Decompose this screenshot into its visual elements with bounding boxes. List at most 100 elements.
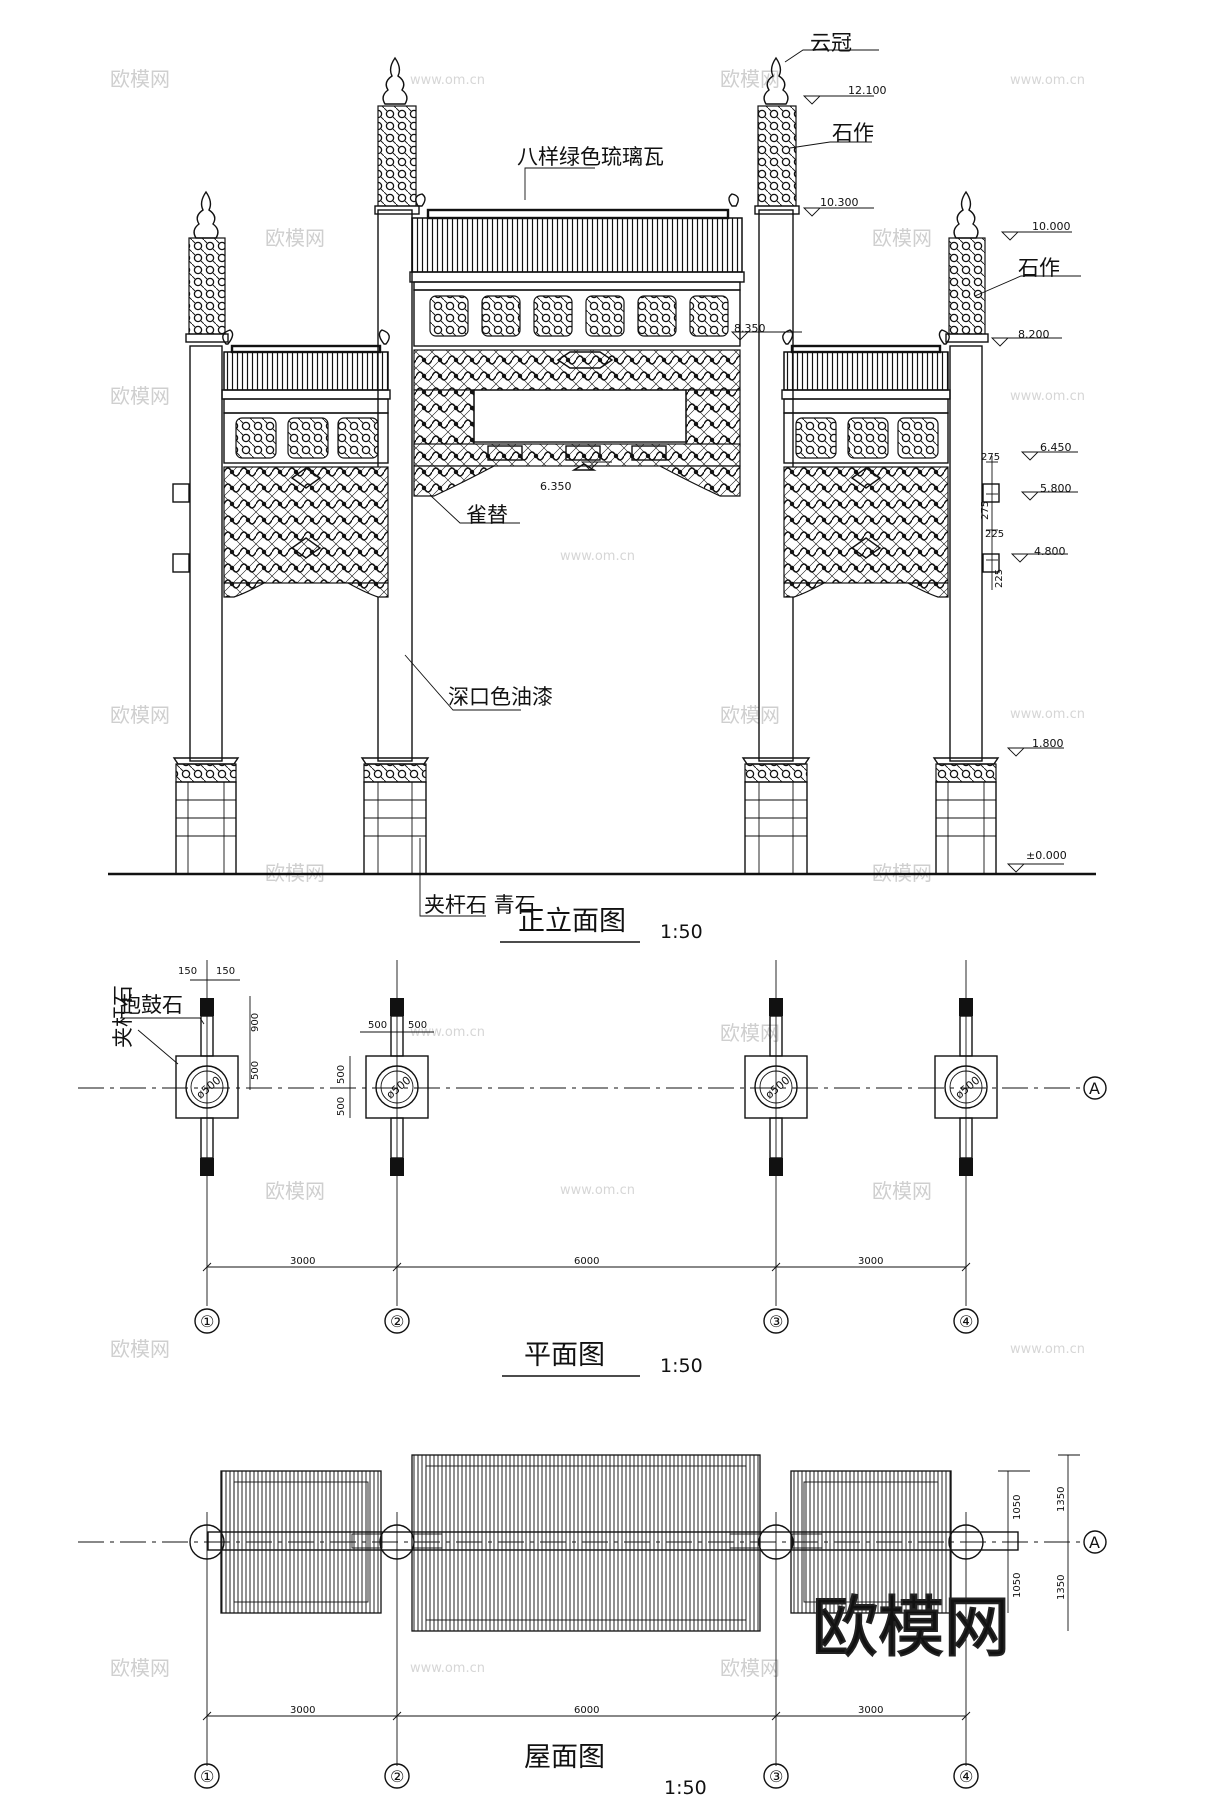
dim-500-f: 500 bbox=[336, 1097, 347, 1116]
dim-275-a: 275 bbox=[981, 452, 1000, 463]
watermark-logo: 欧模网 bbox=[872, 226, 932, 250]
plan-title: 平面图 bbox=[524, 1340, 605, 1371]
watermark-logo: 欧模网 bbox=[110, 1337, 170, 1361]
roof-left bbox=[220, 1470, 382, 1614]
watermark-url: www.om.cn bbox=[410, 1025, 485, 1040]
level-markers: 12.100 10.300 10.000 8.350 8.200 6.450 6… bbox=[540, 84, 1078, 873]
watermark-logo: 欧模网 bbox=[265, 1179, 325, 1203]
watermark-logo: 欧模网 bbox=[720, 703, 780, 727]
dim-500-right: 500 bbox=[250, 1061, 261, 1080]
roof-axis-4: ④ bbox=[959, 1767, 973, 1786]
label-stone-work-2: 石作 bbox=[1018, 256, 1060, 280]
roof-side-dims: 1050 1350 1050 1350 bbox=[998, 1454, 1080, 1631]
tenon-block bbox=[172, 553, 190, 573]
label-paint: 深口色油漆 bbox=[448, 685, 553, 709]
watermark-logo: 欧模网 bbox=[110, 703, 170, 727]
roof-column-3 bbox=[758, 1524, 794, 1560]
watermark-logo: 欧模网 bbox=[265, 226, 325, 250]
roof-plan-scale: 1:50 bbox=[664, 1777, 707, 1799]
dim-900: 900 bbox=[250, 1013, 261, 1032]
roof-axis-label-a: A bbox=[1089, 1533, 1100, 1552]
watermark-url: www.om.cn bbox=[560, 1183, 635, 1198]
watermark-layer: 欧模网 www.om.cn 欧模网 www.om.cn 欧模网 欧模网 欧模网 … bbox=[110, 67, 1085, 1680]
carved-stone-shaft bbox=[185, 105, 989, 343]
watermark-logo: 欧模网 bbox=[110, 67, 170, 91]
watermark-url: www.om.cn bbox=[410, 73, 485, 88]
dim-275-b: 275 bbox=[980, 501, 991, 520]
axis-2: ② bbox=[390, 1312, 404, 1331]
level-ground: ±0.000 bbox=[1026, 849, 1067, 862]
span-3000-left: 3000 bbox=[290, 1256, 315, 1267]
roof-dim-1350: 1350 bbox=[1056, 1487, 1067, 1512]
floor-plan: A ø500 ø500 bbox=[78, 960, 1107, 1377]
tenon-block bbox=[172, 483, 190, 503]
axis-4: ④ bbox=[959, 1312, 973, 1331]
elevation-annotations: 云冠 八样绿色琉璃瓦 石作 石作 雀替 深口色油漆 夹杆石 青石 bbox=[404, 31, 1081, 917]
roof-dim-1350-b: 1350 bbox=[1056, 1575, 1067, 1600]
watermark-url: www.om.cn bbox=[1010, 1342, 1085, 1357]
level-4800: 4.800 bbox=[1034, 545, 1066, 558]
roof-plan-title: 屋面图 bbox=[524, 1742, 605, 1773]
corner-watermark: 欧模网 bbox=[812, 1589, 1010, 1666]
label-cloud-crown: 云冠 bbox=[810, 31, 852, 55]
clamp-stone-bases bbox=[172, 757, 1000, 875]
label-stone-work-1: 石作 bbox=[832, 121, 874, 145]
roof-span-6000: 6000 bbox=[574, 1705, 599, 1716]
roof-right bbox=[790, 1470, 952, 1614]
level-12100: 12.100 bbox=[848, 84, 887, 97]
watermark-logo: 欧模网 bbox=[110, 384, 170, 408]
level-6350: 6.350 bbox=[540, 480, 572, 493]
label-clamp-stone-plan: 夹杆石 bbox=[111, 985, 135, 1048]
plan-scale: 1:50 bbox=[660, 1355, 703, 1377]
pillar-4 bbox=[949, 345, 983, 762]
roof-center bbox=[411, 1454, 761, 1632]
front-elevation: 云冠 八样绿色琉璃瓦 石作 石作 雀替 深口色油漆 夹杆石 青石 12.100 … bbox=[108, 31, 1096, 943]
level-10000: 10.000 bbox=[1032, 220, 1071, 233]
label-drum-stone: 抱鼓石 bbox=[120, 993, 183, 1017]
roof-axis-2: ② bbox=[390, 1767, 404, 1786]
dim-225-a: 225 bbox=[985, 529, 1004, 540]
roof-plan: A 1050 1350 1050 1350 bbox=[78, 1454, 1107, 1799]
dim-500-c: 500 bbox=[368, 1020, 387, 1031]
dim-150-b: 150 bbox=[216, 966, 235, 977]
elevation-title: 正立面图 bbox=[518, 906, 626, 937]
plan-annotations: 150 150 900 500 抱鼓石 夹杆石 500 500 500 500 bbox=[111, 966, 434, 1118]
plan-column-2: ø500 bbox=[365, 998, 429, 1176]
plan-column-4: ø500 bbox=[934, 998, 998, 1176]
bracket-sets bbox=[413, 289, 741, 347]
small-vertical-dims: 275 275 225 225 bbox=[980, 452, 1005, 590]
roof-span-dims: 3000 6000 3000 bbox=[202, 1705, 971, 1721]
dim-500-e: 500 bbox=[336, 1065, 347, 1084]
roof-axis-bubbles: ① ② ③ ④ bbox=[194, 1763, 979, 1789]
label-glazed-tile: 八样绿色琉璃瓦 bbox=[517, 145, 664, 169]
roof-ridge bbox=[207, 1531, 1019, 1551]
plan-span-dims: 3000 6000 3000 bbox=[202, 1256, 971, 1272]
right-side-roof bbox=[781, 329, 951, 598]
plan-axis-bubbles: ① ② ③ ④ bbox=[194, 1308, 979, 1334]
roof-column-4 bbox=[948, 1524, 984, 1560]
level-8200: 8.200 bbox=[1018, 328, 1050, 341]
span-3000-right: 3000 bbox=[858, 1256, 883, 1267]
tenon-block bbox=[982, 553, 1000, 573]
roof-column-1 bbox=[189, 1524, 225, 1560]
left-side-roof bbox=[221, 329, 391, 598]
watermark-logo: 欧模网 bbox=[720, 1021, 780, 1045]
roof-dim-1050: 1050 bbox=[1012, 1495, 1023, 1520]
label-bracket: 雀替 bbox=[466, 503, 508, 527]
level-6450: 6.450 bbox=[1040, 441, 1072, 454]
roof-span-3000-left: 3000 bbox=[290, 1705, 315, 1716]
roof-axis-bubble-a bbox=[1083, 1530, 1107, 1554]
dim-150-a: 150 bbox=[178, 966, 197, 977]
watermark-url: www.om.cn bbox=[1010, 707, 1085, 722]
axis-bubble-a bbox=[1083, 1076, 1107, 1100]
roof-column-2 bbox=[379, 1524, 415, 1560]
dim-500-d: 500 bbox=[408, 1020, 427, 1031]
watermark-url: www.om.cn bbox=[1010, 389, 1085, 404]
roof-span-3000-right: 3000 bbox=[858, 1705, 883, 1716]
axis-3: ③ bbox=[769, 1312, 783, 1331]
watermark-logo: 欧模网 bbox=[872, 1179, 932, 1203]
label-clamp-stone: 夹杆石 青石 bbox=[424, 893, 536, 917]
roof-axis-3: ③ bbox=[769, 1767, 783, 1786]
